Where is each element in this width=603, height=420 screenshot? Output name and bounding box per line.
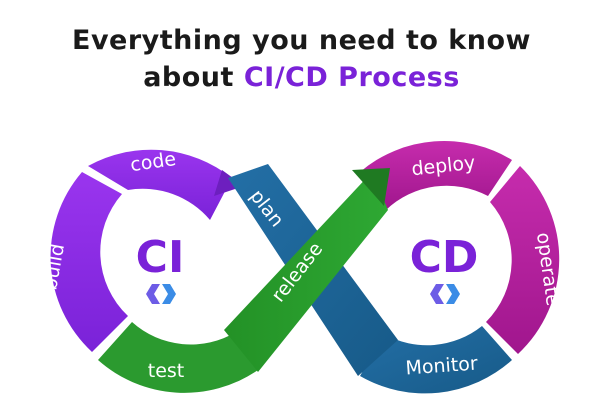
title-highlight: CI/CD Process xyxy=(243,62,460,93)
cd-logo-icon xyxy=(430,284,460,304)
title-line-2: about CI/CD Process xyxy=(0,59,603,96)
test-segment xyxy=(98,322,258,393)
release-arrow xyxy=(352,168,390,206)
cd-center-label: CD xyxy=(410,232,479,283)
stage-test-label: test xyxy=(148,360,185,382)
monitor-segment xyxy=(360,326,512,394)
title-prefix: about xyxy=(143,62,244,93)
code-segment xyxy=(88,149,232,220)
build-segment xyxy=(50,172,129,352)
deploy-segment xyxy=(360,140,512,210)
cd-ring xyxy=(360,140,560,394)
operate-segment xyxy=(486,166,560,354)
release-band xyxy=(224,172,388,372)
title-line-1: Everything you need to know xyxy=(72,25,531,56)
ci-center-label: CI xyxy=(136,232,185,283)
page-title: Everything you need to know about CI/CD … xyxy=(0,22,603,96)
ci-logo-icon xyxy=(146,284,176,304)
code-arrow xyxy=(214,170,244,196)
ci-ring xyxy=(50,149,258,393)
stage-monitor-label: Monitor xyxy=(405,353,479,380)
